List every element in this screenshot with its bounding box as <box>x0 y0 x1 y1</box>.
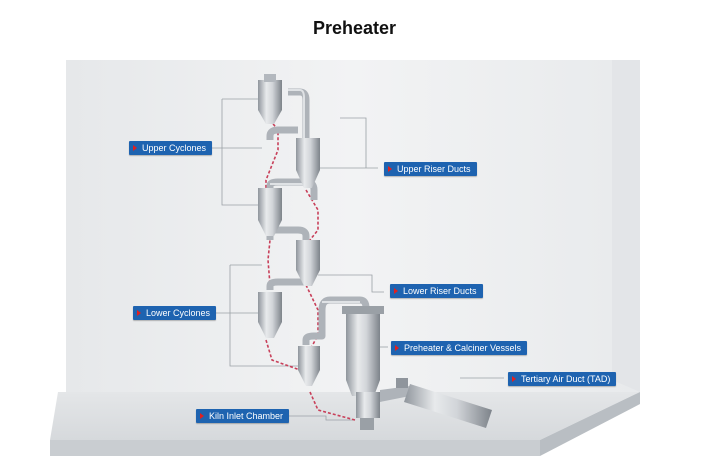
cyclone-stage-5 <box>258 292 282 338</box>
label-text: Lower Cyclones <box>146 308 211 318</box>
label-preheater-calciner-vessels[interactable]: Preheater & Calciner Vessels <box>391 341 528 355</box>
cyclone-stage-1 <box>258 74 282 124</box>
label-text: Upper Cyclones <box>142 143 207 153</box>
kiln-inlet-chamber-shape <box>356 392 380 430</box>
arrow-right-icon <box>137 310 141 316</box>
leader-lines <box>205 98 504 421</box>
calciner-vessel <box>342 306 384 396</box>
arrow-right-icon <box>512 376 516 382</box>
cyclone-stage-3 <box>258 188 282 236</box>
cyclone-stage-4 <box>296 240 320 286</box>
page-title: Preheater <box>312 18 397 38</box>
label-text: Upper Riser Ducts <box>397 164 471 174</box>
tertiary-air-duct-shape <box>380 378 492 428</box>
label-upper-cyclones[interactable]: Upper Cyclones <box>129 141 213 155</box>
arrow-right-icon <box>133 145 137 151</box>
label-text: Preheater & Calciner Vessels <box>404 343 522 353</box>
cyclone-stage-2 <box>296 138 320 188</box>
label-lower-cyclones[interactable]: Lower Cyclones <box>133 306 217 320</box>
label-text: Lower Riser Ducts <box>403 286 477 296</box>
arrow-right-icon <box>394 288 398 294</box>
arrow-right-icon <box>388 166 392 172</box>
label-upper-riser-ducts[interactable]: Upper Riser Ducts <box>384 162 477 176</box>
riser-ducts <box>266 88 370 345</box>
pipe-highlights <box>270 89 360 303</box>
cyclone-stage-6 <box>298 346 320 386</box>
arrow-right-icon <box>395 345 399 351</box>
label-text: Kiln Inlet Chamber <box>209 411 284 421</box>
label-text: Tertiary Air Duct (TAD) <box>521 374 611 384</box>
label-kiln-inlet-chamber[interactable]: Kiln Inlet Chamber <box>196 409 290 423</box>
label-tertiary-air-duct[interactable]: Tertiary Air Duct (TAD) <box>508 372 617 386</box>
arrow-right-icon <box>200 413 204 419</box>
floor-slab <box>50 392 640 456</box>
label-lower-riser-ducts[interactable]: Lower Riser Ducts <box>390 284 483 298</box>
